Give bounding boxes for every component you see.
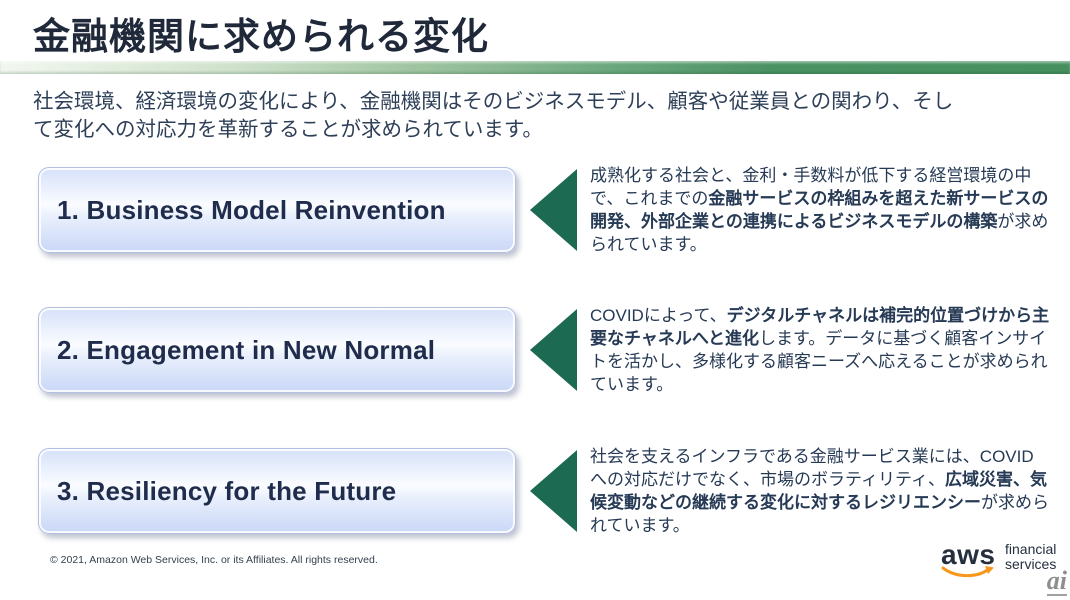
ai-watermark: ai xyxy=(1046,566,1067,596)
item-2-label: 2. Engagement in New Normal xyxy=(57,334,436,365)
list-item: 2. Engagement in New Normal COVIDによって、デジ… xyxy=(38,306,1050,394)
logo-subtext: financial services xyxy=(1005,542,1056,572)
item-2-box: 2. Engagement in New Normal xyxy=(38,307,516,393)
list-item: 1. Business Model Reinvention 成熟化する社会と、金… xyxy=(38,166,1050,254)
item-2-description: COVIDによって、デジタルチャネルは補完的位置づけから主要なチャネルへと進化し… xyxy=(590,306,1050,394)
logo-subtext-line1: financial xyxy=(1005,541,1057,557)
left-arrow-icon xyxy=(530,169,577,251)
intro-paragraph: 社会環境、経済環境の変化により、金融機関はそのビジネスモデル、顧客や従業員との関… xyxy=(33,90,954,141)
list-item: 3. Resiliency for the Future 社会を支えるインフラで… xyxy=(38,447,1050,535)
aws-smile-icon xyxy=(941,566,994,578)
left-arrow-icon xyxy=(530,309,577,391)
title-accent-bar xyxy=(0,61,1070,74)
left-arrow-icon xyxy=(530,450,577,532)
item-3-description: 社会を支えるインフラである金融サービス業には、COVIDへの対応だけでなく、市場… xyxy=(590,447,1049,535)
item-1-label: 1. Business Model Reinvention xyxy=(57,194,446,225)
item-3-label: 3. Resiliency for the Future xyxy=(57,475,397,506)
item-1-box: 1. Business Model Reinvention xyxy=(38,167,516,253)
item-3-box: 3. Resiliency for the Future xyxy=(38,448,516,534)
aws-wordmark: aws xyxy=(941,539,996,570)
copyright-text: © 2021, Amazon Web Services, Inc. or its… xyxy=(50,554,378,566)
page-title: 金融機関に求められる変化 xyxy=(33,16,489,57)
aws-financial-services-logo: aws financial services xyxy=(941,539,1056,580)
item-1-description: 成熟化する社会と、金利・手数料が低下する経営環境の中で、これまでの金融サービスの… xyxy=(590,166,1049,254)
logo-subtext-line2: services xyxy=(1005,556,1057,572)
